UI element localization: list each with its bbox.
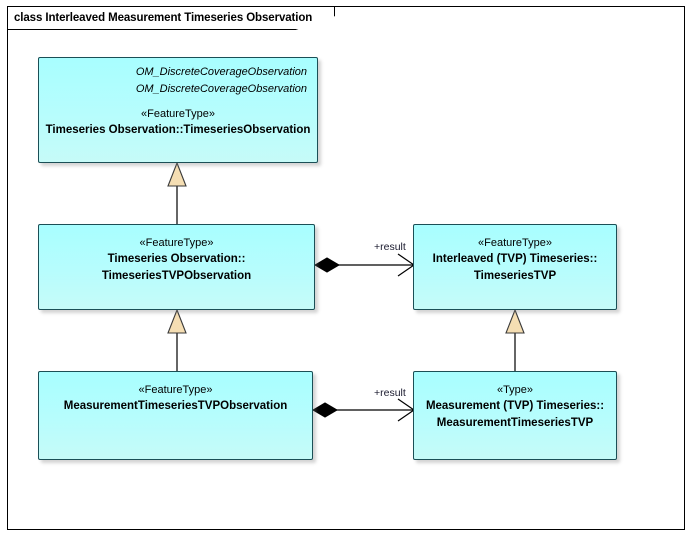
- association-label-result-upper: +result: [374, 241, 406, 253]
- stereotype-label: «FeatureType»: [141, 108, 215, 120]
- stereotype-label: «FeatureType»: [139, 237, 214, 249]
- class-box-measurement-timeseries-tvp-observation[interactable]: «FeatureType» MeasurementTimeseriesTVPOb…: [38, 371, 313, 460]
- stereotype-label: «FeatureType»: [138, 384, 213, 396]
- class-name-label-line-1: Measurement (TVP) Timeseries::: [425, 400, 605, 412]
- page-title: class Interleaved Measurement Timeseries…: [14, 12, 313, 24]
- diagram-title-container: class Interleaved Measurement Timeseries…: [7, 6, 335, 30]
- class-name-label: Timeseries Observation::TimeseriesObserv…: [45, 124, 311, 136]
- class-name-label-line-2: TimeseriesTVPObservation: [101, 270, 252, 282]
- supertype-label-2: OM_DiscreteCoverageObservation: [135, 83, 307, 95]
- class-name-label-line-1: Interleaved (TVP) Timeseries::: [432, 253, 598, 265]
- supertype-label-1: OM_DiscreteCoverageObservation: [135, 66, 307, 78]
- stereotype-label: «FeatureType»: [478, 237, 552, 249]
- stereotype-label: «Type»: [496, 384, 534, 396]
- association-label-result-lower: +result: [374, 387, 406, 399]
- class-box-timeseries-tvp[interactable]: «FeatureType» Interleaved (TVP) Timeseri…: [413, 224, 617, 310]
- class-box-timeseries-observation[interactable]: OM_DiscreteCoverageObservation OM_Discre…: [38, 57, 318, 163]
- class-box-measurement-timeseries-tvp[interactable]: «Type» Measurement (TVP) Timeseries:: Me…: [413, 371, 617, 460]
- diagram-title-tab: [7, 6, 335, 30]
- class-box-timeseries-tvp-observation[interactable]: «FeatureType» Timeseries Observation:: T…: [38, 224, 315, 310]
- class-name-label-line-2: TimeseriesTVP: [473, 270, 557, 282]
- class-name-label-line-2: MeasurementTimeseriesTVP: [436, 417, 594, 429]
- class-name-label: MeasurementTimeseriesTVPObservation: [63, 400, 288, 412]
- class-name-label-line-1: Timeseries Observation::: [107, 253, 246, 265]
